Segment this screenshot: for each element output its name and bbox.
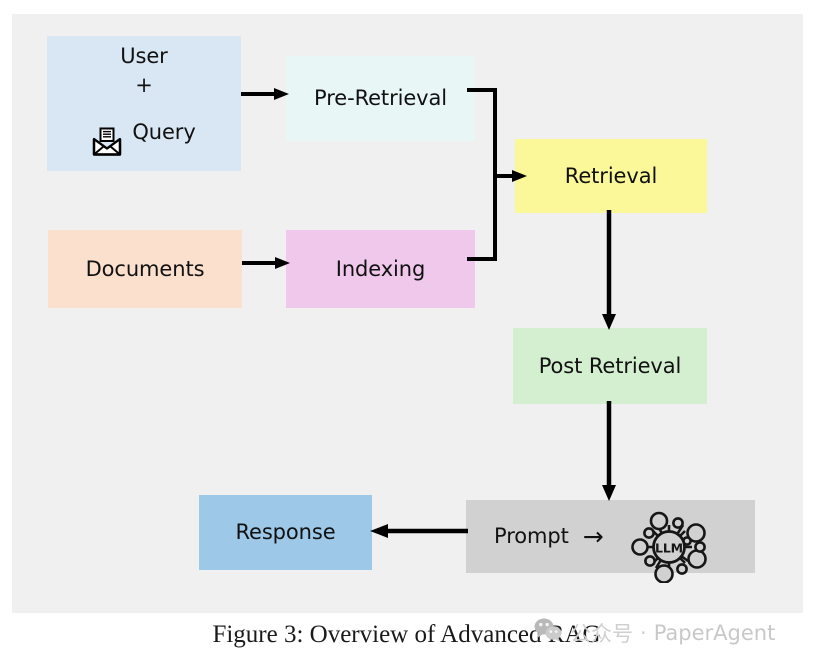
query-row: Query (92, 101, 196, 165)
user-label: User (120, 43, 168, 68)
llm-network-icon: LLM (626, 484, 712, 590)
connector-prompt-to-response (370, 522, 468, 544)
node-retrieval: Retrieval (515, 139, 707, 213)
envelope-icon (92, 101, 122, 165)
query-label: Query (132, 119, 196, 144)
indexing-label: Indexing (335, 256, 426, 281)
node-user-query: User + Qu (47, 36, 241, 171)
connector-documents-to-indexing (242, 255, 292, 275)
node-response: Response (199, 495, 372, 570)
response-label: Response (235, 520, 336, 545)
documents-label: Documents (85, 256, 205, 281)
connector-merge-to-retrieval (467, 86, 529, 280)
wechat-icon (533, 617, 563, 648)
prompt-inner: Prompt → (466, 484, 755, 590)
watermark-separator: · (640, 620, 647, 645)
arrow-right-icon: → (582, 522, 604, 551)
node-pre-retrieval: Pre-Retrieval (286, 56, 475, 141)
node-documents: Documents (48, 230, 242, 308)
node-indexing: Indexing (286, 230, 475, 308)
plus-label: + (135, 72, 153, 97)
watermark: 公众号 · PaperAgent (533, 617, 775, 648)
connector-user-to-pre-retrieval (241, 86, 291, 106)
prompt-label: Prompt (494, 524, 569, 549)
connector-retrieval-to-post-retrieval (601, 210, 617, 336)
connector-post-retrieval-to-prompt (601, 401, 617, 507)
user-query-stack: User + Qu (92, 43, 196, 165)
watermark-chinese-label: 公众号 (570, 621, 633, 646)
figure-canvas: User + Qu (12, 14, 803, 613)
retrieval-label: Retrieval (564, 163, 658, 188)
watermark-name: PaperAgent (653, 620, 776, 645)
node-post-retrieval: Post Retrieval (513, 328, 707, 404)
node-prompt: Prompt → (466, 500, 755, 584)
pre-retrieval-label: Pre-Retrieval (314, 86, 447, 111)
post-retrieval-label: Post Retrieval (538, 353, 682, 378)
llm-icon-label: LLM (655, 540, 683, 555)
